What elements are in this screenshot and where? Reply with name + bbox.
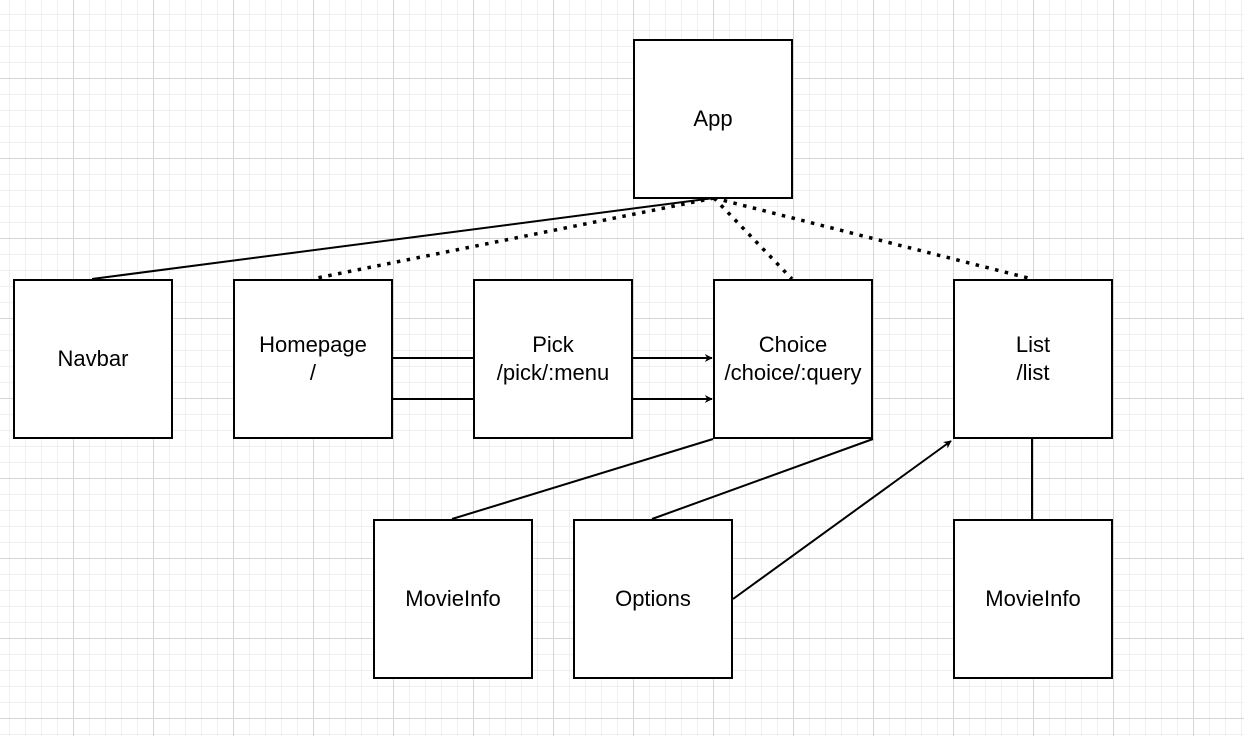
node-choice[interactable]: Choice /choice/:query — [713, 279, 873, 439]
node-navbar-label: Navbar — [57, 346, 129, 371]
edge-choice-options — [651, 438, 874, 520]
edge-app-choice — [712, 196, 794, 281]
node-movieinfo-list-label: MovieInfo — [985, 586, 1081, 611]
edge-app-list — [713, 196, 1033, 281]
node-app[interactable]: App — [633, 39, 793, 199]
node-pick[interactable]: Pick /pick/:menu — [473, 279, 633, 439]
node-homepage[interactable]: Homepage / — [233, 279, 393, 439]
node-navbar[interactable]: Navbar — [13, 279, 173, 439]
node-choice-label: Choice /choice/:query — [724, 332, 862, 385]
node-app-label: App — [693, 106, 733, 131]
node-options-label: Options — [615, 586, 691, 611]
node-list-label: List /list — [1015, 332, 1051, 385]
node-movieinfo-list[interactable]: MovieInfo — [953, 519, 1113, 679]
node-options[interactable]: Options — [573, 519, 733, 679]
node-list[interactable]: List /list — [953, 279, 1113, 439]
node-movieinfo-choice-label: MovieInfo — [405, 586, 501, 611]
edge-choice-movieinfo — [451, 438, 714, 520]
edge-app-navbar — [91, 197, 715, 280]
edge-app-homepage — [311, 196, 715, 281]
node-pick-label: Pick /pick/:menu — [496, 332, 610, 385]
edge-options-list-arrow — [732, 440, 952, 600]
node-homepage-label: Homepage / — [259, 332, 367, 385]
node-movieinfo-choice[interactable]: MovieInfo — [373, 519, 533, 679]
